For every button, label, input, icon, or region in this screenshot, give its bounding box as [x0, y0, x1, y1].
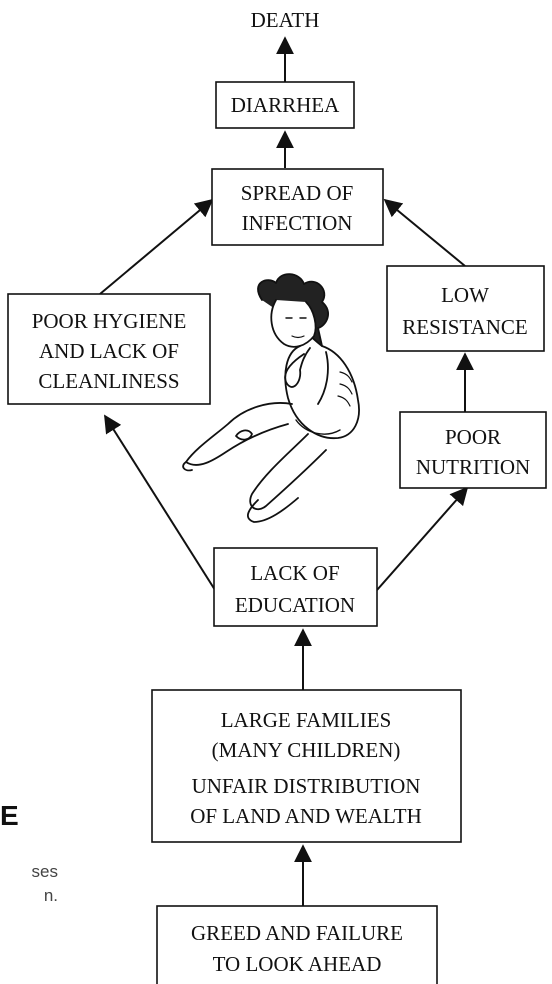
caption-line-2: n.	[0, 884, 58, 908]
box-resistance-line-1: LOW	[441, 283, 489, 307]
box-low-resistance: LOW RESISTANCE	[387, 266, 544, 351]
box-greed-line-1: GREED AND FAILURE	[191, 921, 403, 945]
box-hygiene-line-3: CLEANLINESS	[38, 369, 179, 393]
box-diarrhea: DIARRHEA	[216, 82, 354, 128]
box-resistance-line-2: RESISTANCE	[402, 315, 528, 339]
box-spread-line-2: INFECTION	[242, 211, 353, 235]
cropped-caption: ses n.	[0, 860, 58, 908]
arrow-education-to-nutrition	[377, 488, 467, 590]
caption-line-1: ses	[0, 860, 58, 884]
box-greed-line-2: TO LOOK AHEAD	[213, 952, 382, 976]
box-families-line-4: OF LAND AND WEALTH	[190, 804, 422, 828]
box-poor-nutrition: POOR NUTRITION	[400, 412, 546, 488]
arrow-resistance-to-spread	[385, 200, 465, 266]
box-families-line-1: LARGE FAMILIES	[221, 708, 392, 732]
box-families-line-2: (MANY CHILDREN)	[212, 738, 401, 762]
box-hygiene-line-1: POOR HYGIENE	[32, 309, 187, 333]
arrow-education-to-hygiene	[105, 416, 215, 590]
box-nutrition-line-1: POOR	[445, 425, 501, 449]
box-poor-hygiene: POOR HYGIENE AND LACK OF CLEANLINESS	[8, 294, 210, 404]
box-families-line-3: UNFAIR DISTRIBUTION	[192, 774, 421, 798]
box-spread-line-1: SPREAD OF	[241, 181, 354, 205]
box-greed: GREED AND FAILURE TO LOOK AHEAD	[157, 906, 437, 984]
box-lack-of-education: LACK OF EDUCATION	[214, 548, 377, 626]
box-diarrhea-line-1: DIARRHEA	[231, 93, 340, 117]
arrow-hygiene-to-spread	[100, 200, 212, 294]
box-spread-of-infection: SPREAD OF INFECTION	[212, 169, 383, 245]
box-education-line-2: EDUCATION	[235, 593, 355, 617]
cropped-section-title: E	[0, 800, 20, 832]
box-education-line-1: LACK OF	[250, 561, 339, 585]
box-nutrition-line-2: NUTRITION	[416, 455, 530, 479]
box-hygiene-line-2: AND LACK OF	[39, 339, 179, 363]
box-large-families: LARGE FAMILIES (MANY CHILDREN) UNFAIR DI…	[152, 690, 461, 842]
